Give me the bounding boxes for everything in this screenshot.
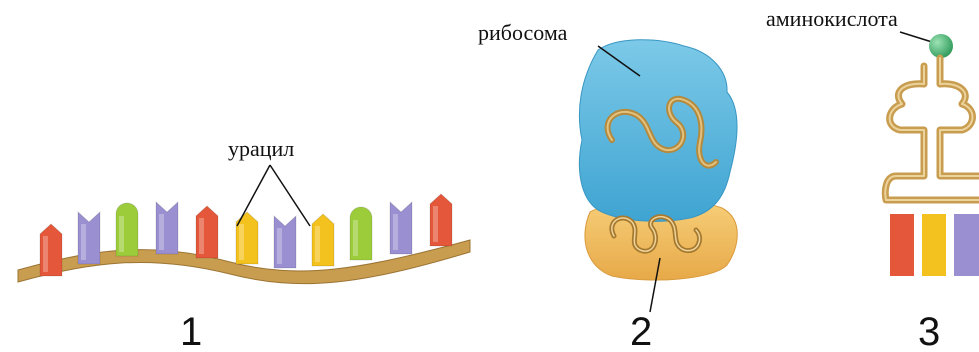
ribosome-figure: рибосома 2	[478, 20, 738, 352]
amino-acid-label: аминокислота	[766, 6, 898, 31]
mrna-base-purple	[155, 200, 179, 255]
mrna-base-yellow	[311, 213, 335, 267]
mrna-base-highlight	[353, 220, 358, 256]
uracil-label: урацил	[228, 136, 294, 161]
ribosome-pointer	[597, 45, 641, 77]
trna-figure: аминокислота 3	[766, 6, 979, 352]
mrna-base-highlight	[433, 206, 438, 242]
mrna-base-highlight	[199, 218, 204, 254]
mrna-base-red	[39, 223, 63, 277]
mrna-base-yellow	[235, 211, 259, 265]
uracil-pointer-left	[236, 164, 271, 227]
ribosome-small-pointer	[649, 257, 661, 313]
mrna-base-highlight	[119, 216, 124, 252]
trna-base-yellow	[922, 214, 946, 276]
mrna-bases	[39, 193, 453, 277]
ribosome-label: рибосома	[478, 20, 568, 45]
ribosome-rna-coil-lower-highlight	[611, 216, 701, 252]
mrna-base-highlight	[277, 228, 282, 264]
mrna-base-purple	[77, 210, 101, 265]
ribosome-rna-coil-upper-highlight	[606, 97, 717, 167]
mrna-base-highlight	[81, 224, 86, 260]
figure-number-1: 1	[180, 310, 202, 352]
mrna-base-purple	[273, 214, 297, 269]
mrna-base-highlight	[393, 214, 398, 250]
mrna-base-highlight	[315, 226, 320, 262]
ribosome-large-subunit	[578, 39, 738, 222]
trna-base-purple	[954, 214, 979, 276]
mrna-base-highlight	[239, 224, 244, 260]
trna-base-red	[890, 214, 914, 276]
mrna-figure: урацил 1	[17, 136, 471, 352]
mrna-base-red	[195, 205, 219, 259]
amino-acid-pointer	[899, 31, 933, 43]
mrna-base-highlight	[159, 214, 164, 250]
figure-number-2: 2	[630, 310, 652, 352]
figure-number-3: 3	[918, 310, 940, 352]
mrna-base-purple	[389, 200, 413, 255]
amino-acid	[929, 34, 953, 58]
uracil-pointer-right	[269, 164, 311, 227]
mrna-base-green	[349, 206, 373, 261]
mrna-base-highlight	[43, 236, 48, 272]
trna-cloverleaf-highlight	[884, 57, 979, 201]
mrna-base-green	[115, 202, 139, 257]
mrna-base-red	[429, 193, 453, 247]
